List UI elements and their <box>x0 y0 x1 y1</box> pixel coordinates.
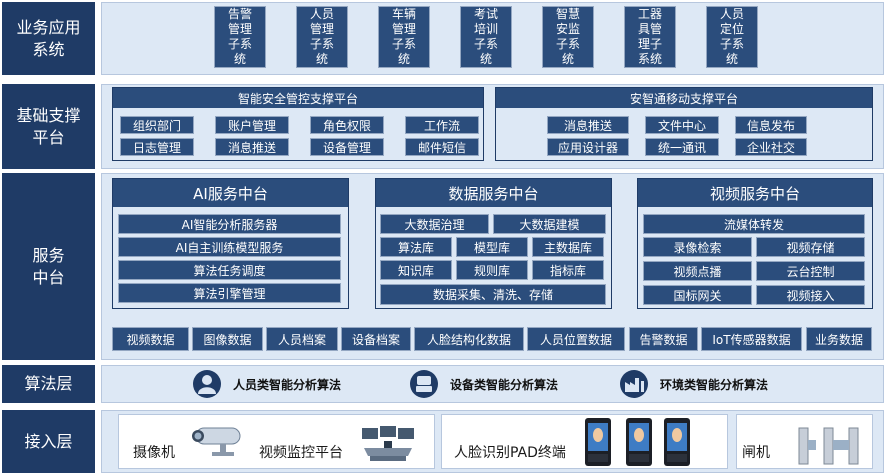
business-system-box: 告警管理子系统 <box>214 6 266 68</box>
factory-icon <box>620 370 648 398</box>
business-system-box: 人员定位子系统 <box>706 6 758 68</box>
data-row-item: 人员位置数据 <box>527 327 625 351</box>
ai-center-title: AI服务中台 <box>113 179 348 207</box>
turnstile-icon <box>798 427 859 465</box>
algorithm-label: 人员类智能分析算法 <box>233 378 342 392</box>
data-row-item: 视频数据 <box>112 327 189 351</box>
platform-left-item: 邮件短信 <box>405 138 479 156</box>
data-center-item: 算法库 <box>380 237 452 257</box>
data-center-item: 大数据建模 <box>493 214 606 234</box>
layer-access: 接入层 <box>2 410 95 473</box>
data-center-item: 大数据治理 <box>380 214 489 234</box>
layer-algorithm: 算法层 <box>2 365 95 403</box>
platform-right-item: 统一通讯 <box>645 138 719 156</box>
business-system-box: 车辆管理子系统 <box>378 6 430 68</box>
data-row-item: 人脸结构化数据 <box>414 327 524 351</box>
platform-left-item: 消息推送 <box>215 138 289 156</box>
video-center-item: 录像检索 <box>643 237 752 257</box>
video-center-item: 国标网关 <box>643 285 752 305</box>
platform-right-frame <box>495 87 873 161</box>
data-row-item: 图像数据 <box>192 327 263 351</box>
data-row-item: 业务数据 <box>806 327 872 351</box>
pad-terminal-icon <box>664 418 690 466</box>
data-center-item: 主数据库 <box>532 237 604 257</box>
data-row-item: 人员档案 <box>266 327 338 351</box>
ai-center-item: AI自主训练模型服务 <box>118 237 341 257</box>
business-system-box: 智慧安监子系统 <box>542 6 594 68</box>
video-center-item: 流媒体转发 <box>643 214 865 234</box>
platform-left-item: 日志管理 <box>120 138 194 156</box>
data-row-item: 设备档案 <box>341 327 411 351</box>
algorithm-label: 设备类智能分析算法 <box>450 378 559 392</box>
layer-service: 服务中台 <box>2 173 95 360</box>
data-center-title: 数据服务中台 <box>376 179 611 207</box>
business-system-label: 工器具管理子系统 <box>637 7 662 66</box>
access-video-platform-label: 视频监控平台 <box>259 445 343 461</box>
data-center-item: 知识库 <box>380 260 452 280</box>
business-system-label: 智慧安监子系统 <box>555 7 580 66</box>
pad-terminal-icon <box>585 418 611 466</box>
video-center-item: 视频存储 <box>756 237 865 257</box>
platform-right-item: 信息发布 <box>735 116 807 134</box>
data-center-item: 规则库 <box>456 260 528 280</box>
person-icon <box>193 370 221 398</box>
ai-center-frame <box>112 178 349 309</box>
video-center-item: 视频点播 <box>643 261 752 281</box>
algorithm-label: 环境类智能分析算法 <box>660 378 769 392</box>
platform-left-frame <box>112 87 484 161</box>
business-system-label: 考试培训子系统 <box>473 7 498 66</box>
platform-left-item: 角色权限 <box>310 116 384 134</box>
ai-center-item: AI智能分析服务器 <box>118 214 341 234</box>
monitor-station-icon <box>362 426 414 461</box>
access-gate-label: 闸机 <box>742 445 770 461</box>
business-system-box: 人员管理子系统 <box>296 6 348 68</box>
layer-business: 业务应用系统 <box>2 2 95 75</box>
data-center-frame <box>375 178 612 309</box>
platform-left-item: 组织部门 <box>120 116 194 134</box>
platform-right-title: 安智通移动支撑平台 <box>496 88 872 108</box>
video-center-title: 视频服务中台 <box>638 179 872 207</box>
video-center-frame <box>637 178 873 309</box>
platform-right-item: 应用设计器 <box>547 138 629 156</box>
access-camera-label: 摄像机 <box>133 445 175 461</box>
platform-left-item: 设备管理 <box>310 138 384 156</box>
video-center-item: 视频接入 <box>756 285 865 305</box>
platform-left-item: 账户管理 <box>215 116 289 134</box>
business-system-box: 考试培训子系统 <box>460 6 512 68</box>
data-center-item: 指标库 <box>532 260 604 280</box>
layer-foundation: 基础支撑平台 <box>2 84 95 169</box>
platform-right-item: 文件中心 <box>645 116 719 134</box>
platform-left-title: 智能安全管控支撑平台 <box>113 88 483 108</box>
camera-icon <box>192 427 241 456</box>
data-row-item: IoT传感器数据 <box>701 327 802 351</box>
platform-right-item: 消息推送 <box>547 116 629 134</box>
data-row-item: 告警数据 <box>629 327 698 351</box>
data-center-item: 模型库 <box>456 237 528 257</box>
business-system-label: 告警管理子系统 <box>227 7 252 66</box>
ai-center-item: 算法任务调度 <box>118 260 341 280</box>
business-system-label: 人员管理子系统 <box>309 7 334 66</box>
pad-terminal-icon <box>626 418 652 466</box>
video-center-item: 云台控制 <box>756 261 865 281</box>
platform-right-item: 企业社交 <box>735 138 807 156</box>
data-center-item: 数据采集、清洗、存储 <box>380 284 606 305</box>
algorithm-panel <box>101 365 884 403</box>
platform-left-item: 工作流 <box>405 116 479 134</box>
business-system-label: 人员定位子系统 <box>719 7 744 66</box>
access-pad-label: 人脸识别PAD终端 <box>454 445 566 461</box>
business-system-box: 工器具管理子系统 <box>624 6 676 68</box>
device-icon <box>410 370 438 398</box>
business-system-label: 车辆管理子系统 <box>391 7 416 66</box>
ai-center-item: 算法引擎管理 <box>118 283 341 303</box>
